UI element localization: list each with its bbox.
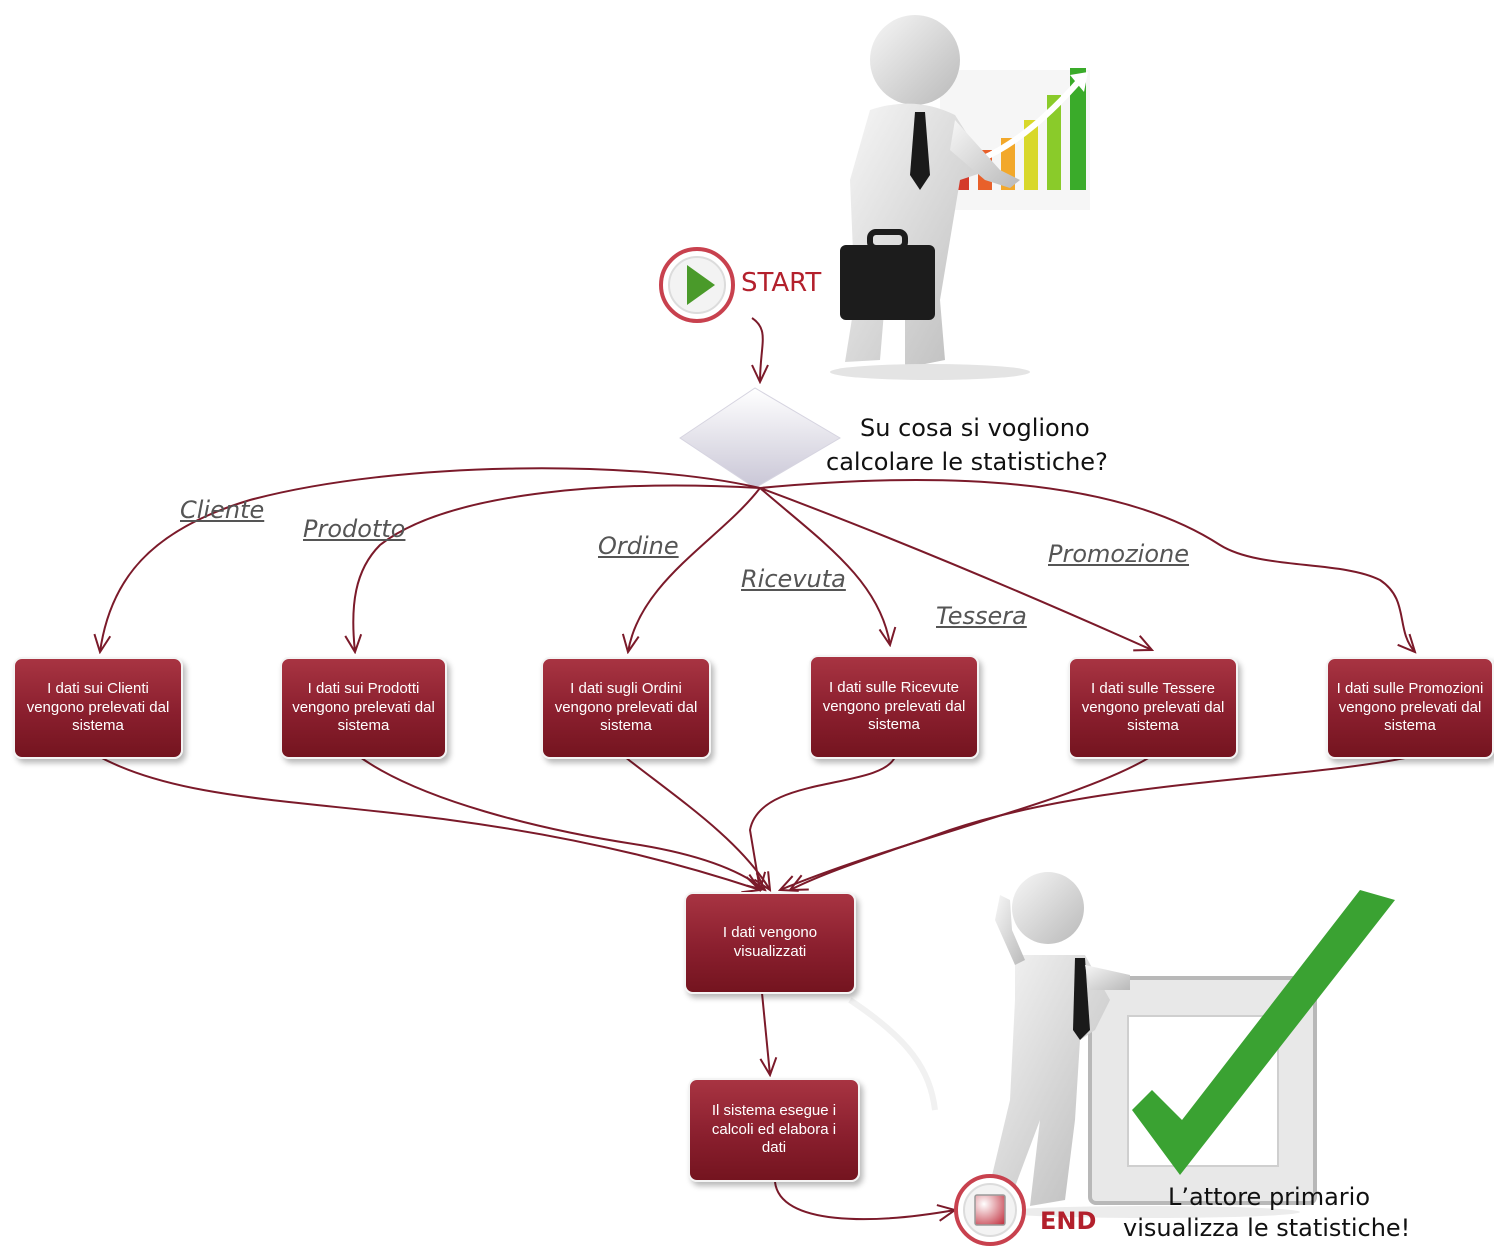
start-label: START xyxy=(741,268,822,298)
node-dati-ordini: I dati sugli Ordini vengono prelevati da… xyxy=(541,657,711,759)
check-icon xyxy=(1132,890,1395,1175)
start-connector xyxy=(752,317,763,382)
final-message-line1: L’attore primario xyxy=(1168,1183,1371,1211)
start-icon xyxy=(659,247,735,323)
final-message-line2: visualizza le statistiche! xyxy=(1123,1214,1411,1242)
checkmark-illustration xyxy=(985,872,1395,1218)
node-dati-tessere: I dati sulle Tessere vengono prelevati d… xyxy=(1068,657,1238,759)
end-icon xyxy=(954,1174,1026,1246)
node-calcoli: Il sistema esegue i calcoli ed elabora i… xyxy=(688,1078,860,1182)
node-dati-clienti: I dati sui Clienti vengono prelevati dal… xyxy=(13,657,183,759)
node-dati-promozioni: I dati sulle Promozioni vengono prelevat… xyxy=(1326,657,1494,759)
branch-label-promozione: Promozione xyxy=(1048,540,1190,568)
node-dati-prodotti: I dati sui Prodotti vengono prelevati da… xyxy=(280,657,447,759)
branch-label-cliente: Cliente xyxy=(180,496,265,524)
end-label: END xyxy=(1040,1207,1097,1235)
branch-label-prodotto: Prodotto xyxy=(303,515,406,543)
merge-connectors xyxy=(99,756,1411,890)
decision-question-line2: calcolare le statistiche? xyxy=(826,448,1108,476)
process-connector xyxy=(762,992,770,1075)
branch-label-tessera: Tessera xyxy=(936,602,1027,630)
end-connector xyxy=(774,1181,955,1219)
branch-label-ricevuta: Ricevuta xyxy=(741,565,846,593)
branch-connectors xyxy=(100,467,1415,652)
businessman-illustration xyxy=(830,15,1090,380)
branch-label-ordine: Ordine xyxy=(598,532,679,560)
decision-question-line1: Su cosa si vogliono xyxy=(860,414,1090,442)
node-dati-visualizzati: I dati vengono visualizzati xyxy=(684,892,856,994)
decision-diamond xyxy=(679,387,841,489)
node-dati-ricevute: I dati sulle Ricevute vengono prelevati … xyxy=(809,655,979,759)
